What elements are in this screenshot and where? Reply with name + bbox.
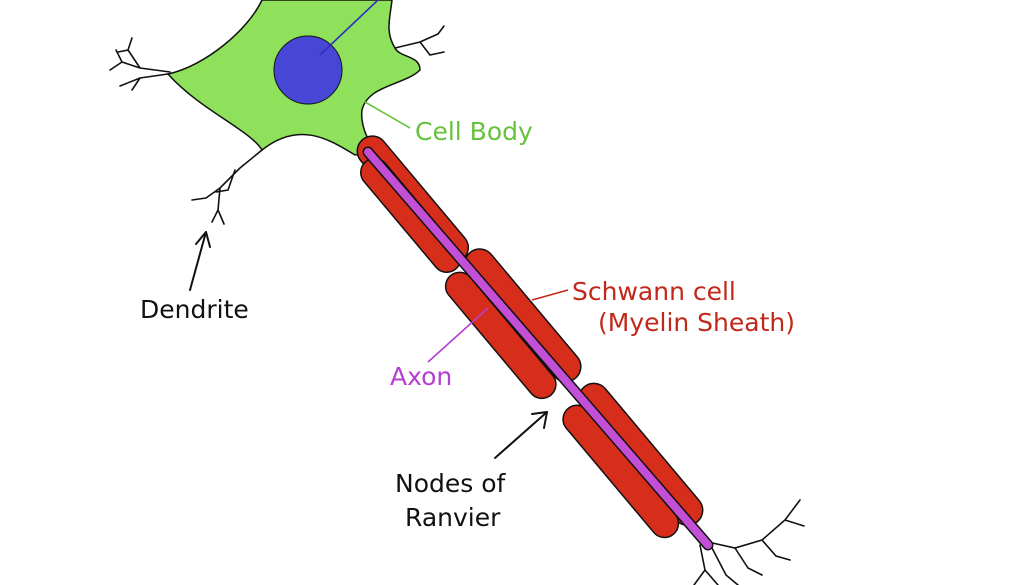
schwann-cell-label: Schwann cell	[572, 277, 736, 306]
nucleus-pointer-line	[319, 0, 379, 56]
schwann-cell-segment-1b	[360, 157, 462, 274]
cell-body-label: Cell Body	[415, 117, 533, 146]
nodes-of-ranvier-arrow	[494, 411, 548, 459]
myelin-sheath-label: (Myelin Sheath)	[598, 308, 795, 337]
nodes-of-label: Nodes of	[395, 469, 507, 498]
axon-terminal-branches	[693, 499, 805, 585]
axon-pointer-line	[427, 307, 489, 363]
dendrite-branches-left	[109, 25, 445, 225]
nucleus	[273, 35, 343, 105]
dendrite-label: Dendrite	[140, 295, 249, 324]
axon-fill	[364, 148, 712, 549]
schwann-cell-segment-2b	[444, 271, 557, 400]
dendrite-arrow	[189, 231, 211, 291]
cell-body-pointer-line	[364, 101, 411, 129]
ranvier-label: Ranvier	[405, 503, 501, 532]
axon-label: Axon	[390, 362, 452, 391]
schwann-pointer-line	[531, 289, 569, 301]
